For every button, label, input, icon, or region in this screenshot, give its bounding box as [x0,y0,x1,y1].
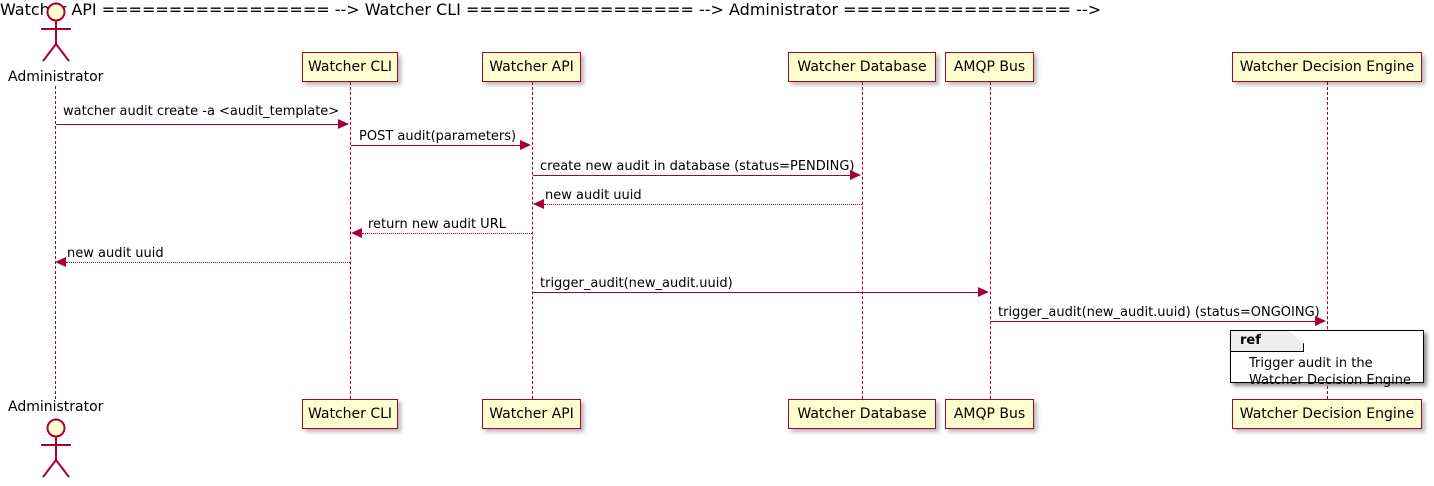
lifeline-watcher-decision-engine [1327,82,1328,399]
lifeline-watcher-cli [350,82,351,399]
message-arrowhead-3 [850,170,861,180]
message-label-8: trigger_audit(new_audit.uuid) (status=ON… [998,305,1320,320]
participant-watcher-database-bottom[interactable]: Watcher Database [788,399,936,429]
participant-watcher-decision-engine-top[interactable]: Watcher Decision Engine [1232,52,1422,82]
participant-watcher-api-bottom[interactable]: Watcher API [482,399,581,429]
message-arrowhead-2 [520,140,531,150]
actor-label-administrator-top: Administrator [8,69,104,85]
participant-watcher-database-top[interactable]: Watcher Database [788,52,936,82]
message-arrowhead-4 [533,199,544,209]
message-label-7: trigger_audit(new_audit.uuid) [540,276,733,291]
participant-amqp-bus-bottom[interactable]: AMQP Bus [945,399,1034,429]
message-line-1 [56,124,339,125]
participant-amqp-bus-top[interactable]: AMQP Bus [945,52,1034,82]
message-label-3: create new audit in database (status=PEN… [540,159,855,174]
message-arrowhead-5 [351,228,362,238]
message-line-6 [66,262,350,263]
message-line-7 [533,292,979,293]
participant-watcher-decision-engine-bottom[interactable]: Watcher Decision Engine [1232,399,1422,429]
actor-administrator-top [31,2,81,68]
ref-fragment-line-2: Watcher Decision Engine [1249,373,1411,388]
message-line-4 [544,204,862,205]
lifeline-amqp-bus [990,82,991,399]
message-line-8 [991,321,1316,322]
actor-stick-figure-icon [41,418,71,478]
message-label-4: new audit uuid [545,188,642,203]
message-arrowhead-1 [338,119,349,129]
lifeline-administrator [55,86,56,399]
participant-watcher-cli-top[interactable]: Watcher CLI [302,52,398,82]
message-label-6: new audit uuid [67,246,164,261]
message-line-3 [533,175,851,176]
lifeline-watcher-api [532,82,533,399]
participant-watcher-api-top[interactable]: Watcher API [482,52,581,82]
message-line-5 [362,233,532,234]
actor-label-administrator-bottom: Administrator [8,399,104,415]
message-line-2 [351,145,521,146]
message-arrowhead-8 [1315,316,1326,326]
actor-stick-figure-icon [41,2,71,62]
ref-fragment: ref Trigger audit in the Watcher Decisio… [1230,330,1424,388]
actor-administrator-bottom [31,418,81,484]
participant-watcher-cli-bottom[interactable]: Watcher CLI [302,399,398,429]
ref-fragment-tab-label: ref [1240,333,1261,348]
message-arrowhead-7 [978,287,989,297]
ref-fragment-body: Trigger audit in the Watcher Decision En… [1249,355,1411,389]
message-label-1: watcher audit create -a <audit_template> [63,104,340,119]
message-arrowhead-6 [55,257,66,267]
message-label-2: POST audit(parameters) [359,129,517,144]
ref-fragment-line-1: Trigger audit in the [1249,356,1373,371]
lifeline-watcher-database [862,82,863,399]
message-label-5: return new audit URL [368,217,506,232]
